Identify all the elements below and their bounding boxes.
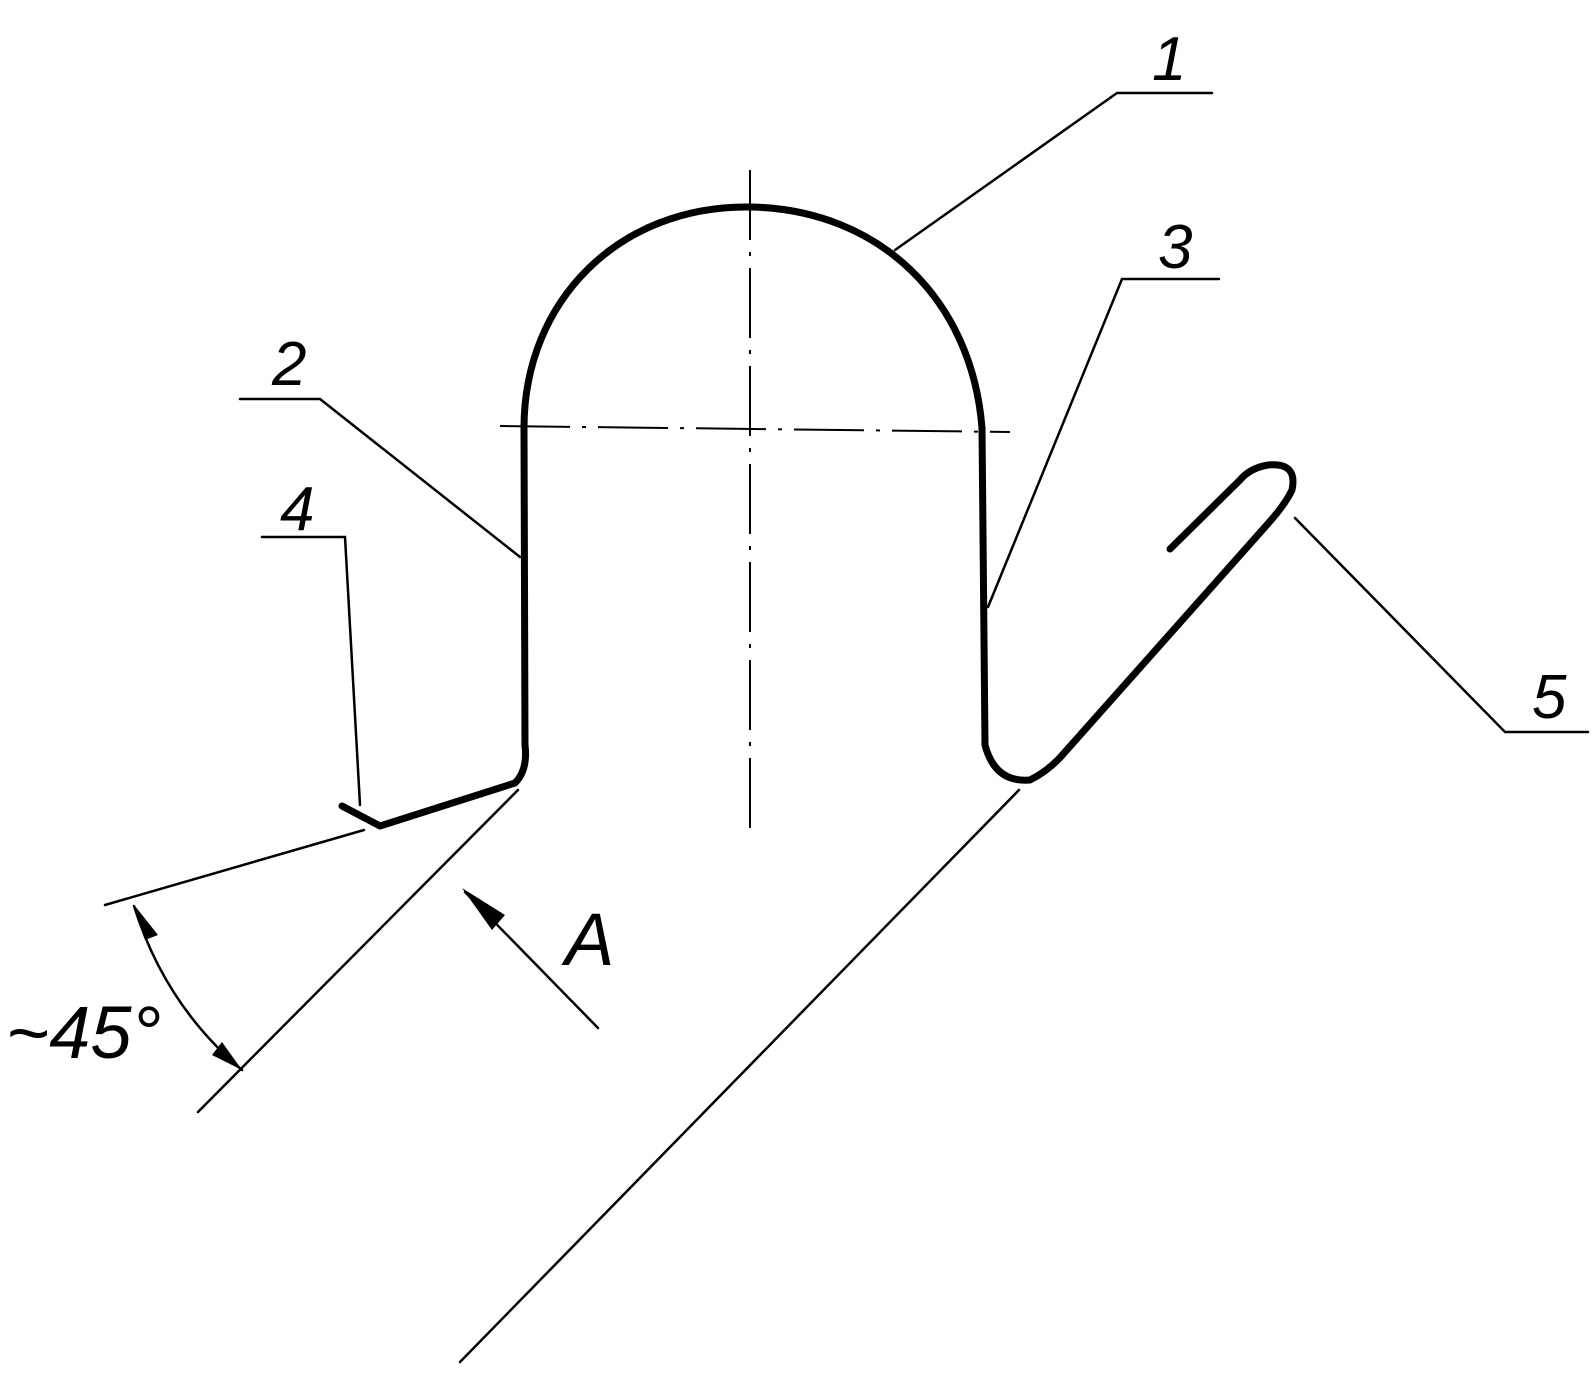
horizontal-center-line — [500, 426, 1010, 432]
lower-left-slant-line — [198, 790, 518, 1112]
label-part-4: 4 — [280, 475, 314, 544]
lower-right-slant-line — [460, 790, 1019, 1362]
label-part-2: 2 — [271, 330, 306, 399]
leader-line-3 — [988, 279, 1219, 607]
label-part-5: 5 — [1532, 663, 1567, 732]
label-angle: ~45° — [6, 991, 161, 1074]
view-arrow-head — [462, 888, 505, 930]
label-part-3: 3 — [1158, 213, 1192, 282]
profile-outline — [342, 207, 1293, 826]
angle-reference-line — [105, 830, 364, 905]
leader-line-4 — [262, 537, 360, 805]
label-view-a: A — [561, 898, 614, 981]
label-part-1: 1 — [1152, 25, 1186, 94]
